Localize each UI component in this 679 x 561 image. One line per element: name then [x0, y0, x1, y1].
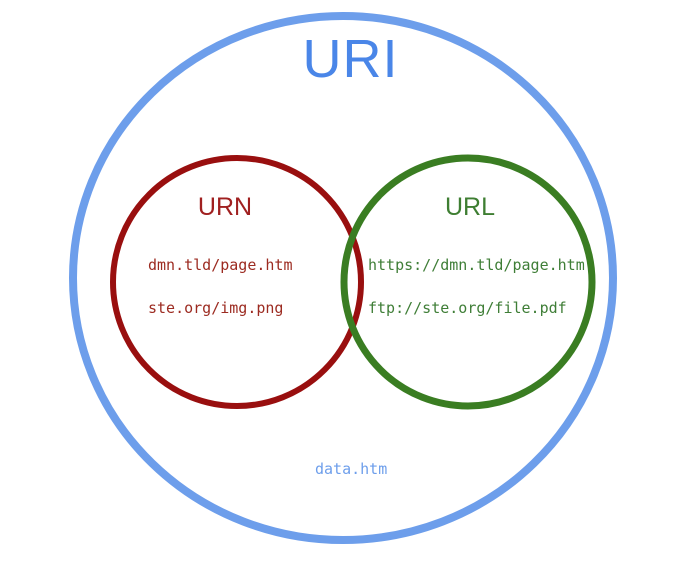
urn-example-2: ste.org/img.png: [148, 299, 284, 317]
url-example-1: https://dmn.tld/page.htm: [368, 256, 585, 274]
urn-label: URN: [197, 193, 253, 221]
url-label: URL: [444, 193, 495, 221]
url-circle: [340, 154, 596, 410]
urn-example-1: dmn.tld/page.htm: [148, 256, 293, 274]
url-example-2: ftp://ste.org/file.pdf: [368, 299, 567, 317]
uri-example: data.htm: [315, 460, 388, 478]
uri-title: URI: [302, 29, 399, 89]
urn-circle: [110, 155, 364, 409]
uri-circle: [69, 12, 617, 544]
